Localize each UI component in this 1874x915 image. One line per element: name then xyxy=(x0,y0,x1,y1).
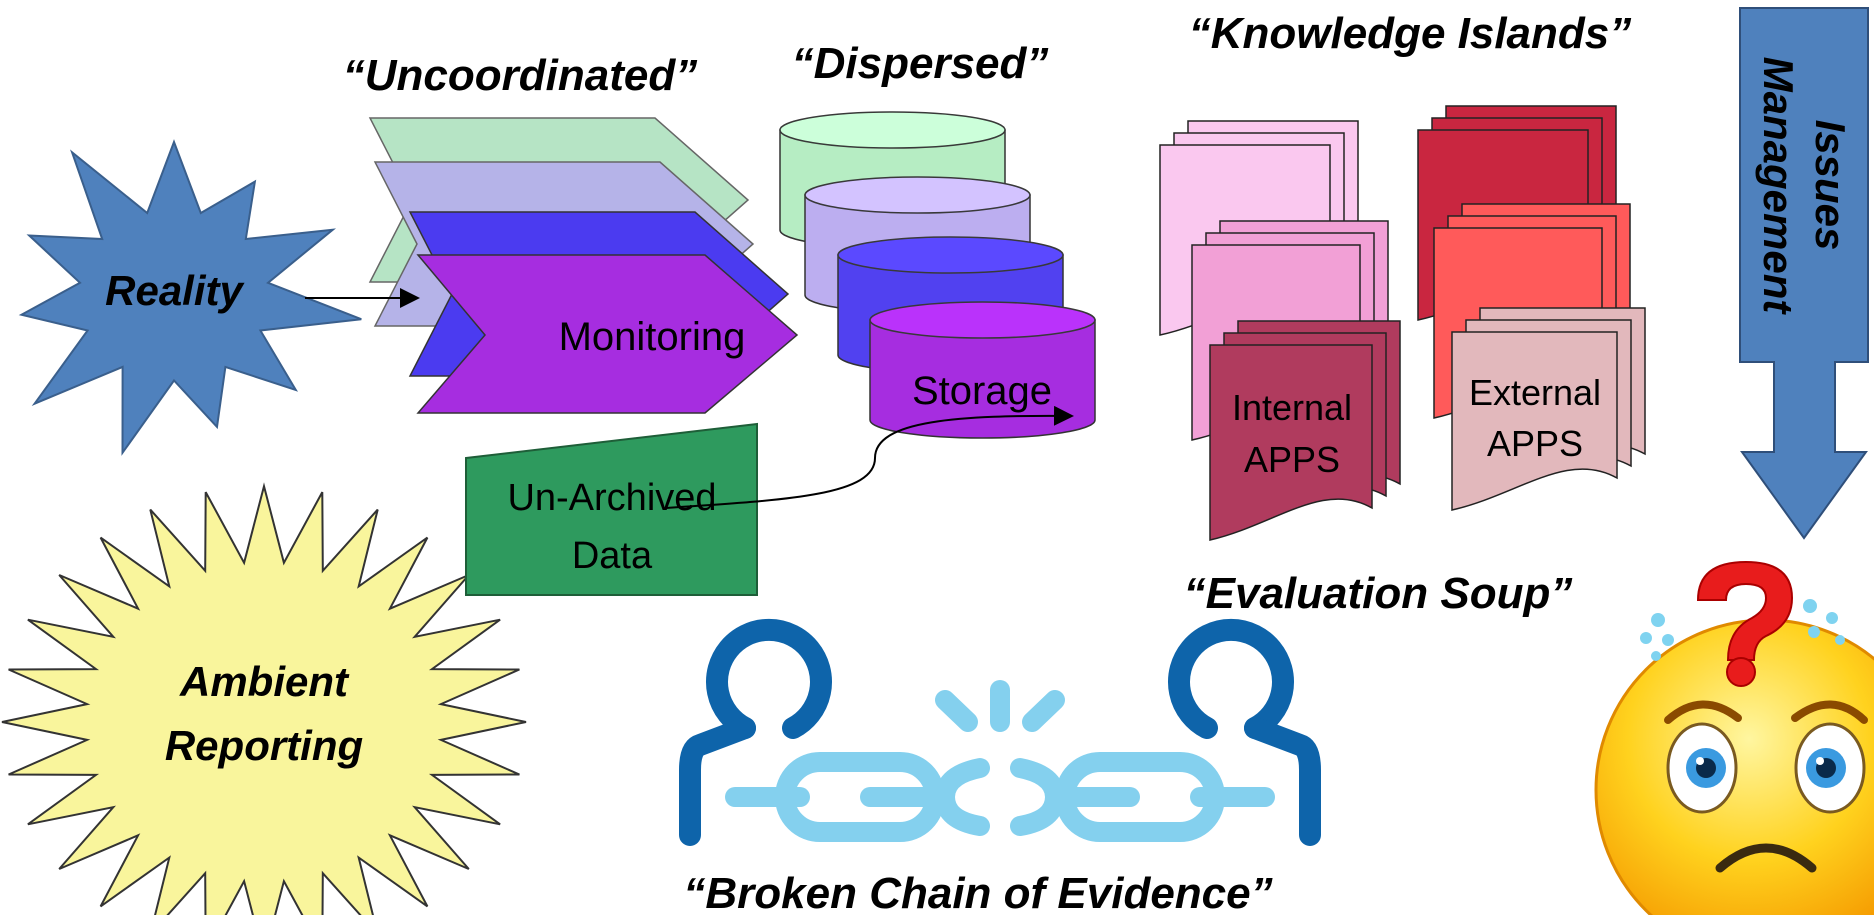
monitoring-label: Monitoring xyxy=(559,315,746,359)
smiley-right-brow xyxy=(1791,700,1868,724)
internal-apps-label-line2: APPS xyxy=(1244,439,1340,480)
unarchived-data-shape: Un-Archived Data xyxy=(465,422,758,596)
reality-starburst: Reality xyxy=(18,139,362,456)
question-mark-icon xyxy=(1696,560,1794,687)
title-dispersed: “Dispersed” xyxy=(792,39,1049,88)
smiley-mouth xyxy=(1715,843,1817,873)
internal-apps-document-stack xyxy=(1159,120,1401,541)
monitoring-chevron-layer-4 xyxy=(416,254,799,414)
storage-cylinder-stack xyxy=(779,111,1096,439)
monitoring-chevron-stack: Monitoring xyxy=(368,117,799,414)
chain-left-head xyxy=(706,618,832,739)
chain-spark-right xyxy=(1022,690,1065,732)
external-apps-label-line1: External xyxy=(1469,372,1601,413)
issues-arrow-shape xyxy=(1739,7,1869,540)
unarchived-label-line1: Un-Archived xyxy=(507,477,716,519)
external-apps-label-line2: APPS xyxy=(1487,423,1583,464)
title-knowledge-islands: “Knowledge Islands” xyxy=(1189,9,1632,58)
chain-spark-left xyxy=(935,690,978,732)
internal-doc-3-3 xyxy=(1209,344,1373,541)
title-uncoordinated: “Uncoordinated” xyxy=(343,51,697,100)
issues-label-line2: Management xyxy=(1755,57,1802,316)
unarchived-shape xyxy=(465,422,758,596)
title-broken-chain: “Broken Chain of Evidence” xyxy=(683,869,1272,915)
reality-shape xyxy=(18,139,362,456)
external-doc-3-3 xyxy=(1451,331,1618,511)
external-apps-document-stack xyxy=(1417,105,1646,511)
sweat-drops xyxy=(1640,599,1845,661)
title-evaluation-soup: “Evaluation Soup” xyxy=(1184,569,1573,618)
chain-right-body xyxy=(1244,717,1321,846)
storage-cylinder-4 xyxy=(869,301,1096,439)
internal-apps-label-line1: Internal xyxy=(1232,387,1352,428)
ambient-label-line2: Reporting xyxy=(165,722,363,769)
ambient-reporting-starburst: Ambient Reporting xyxy=(1,482,527,915)
storage-label: Storage xyxy=(912,369,1052,413)
chain-right-head xyxy=(1168,618,1294,739)
ambient-shape xyxy=(1,482,527,915)
issues-label-line1: Issues xyxy=(1807,120,1854,251)
issues-management-arrow: Issues Management xyxy=(1739,7,1869,540)
unarchived-label-line2: Data xyxy=(572,535,653,577)
chain-left-body xyxy=(679,717,756,846)
confused-smiley-icon xyxy=(1594,560,1874,915)
ambient-label-line1: Ambient xyxy=(179,658,350,705)
unarchived-to-storage-arrow xyxy=(664,405,1074,509)
smiley-left-brow xyxy=(1664,700,1742,724)
reality-label: Reality xyxy=(105,267,245,314)
broken-chain-icon xyxy=(679,618,1321,846)
